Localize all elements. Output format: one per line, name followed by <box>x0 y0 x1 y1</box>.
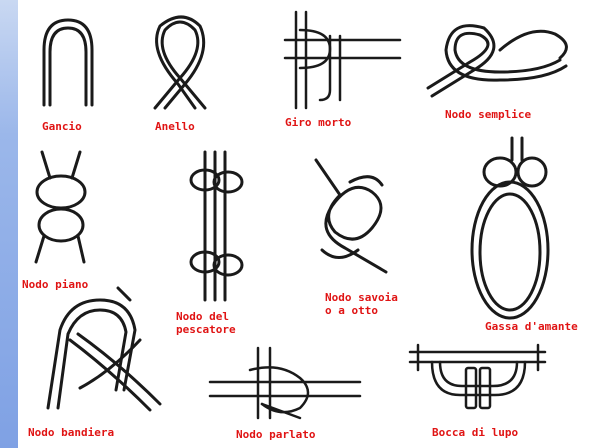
bowline-knot-icon <box>472 138 548 318</box>
label-nodo-del-pescatore: Nodo del pescatore <box>176 310 236 336</box>
label-nodo-bandiera: Nodo bandiera <box>28 426 114 439</box>
figure-eight-knot-icon <box>316 160 386 272</box>
label-bocca-di-lupo: Bocca di lupo <box>432 426 518 439</box>
cow-hitch-knot-icon <box>410 345 545 408</box>
label-nodo-parlato: Nodo parlato <box>236 428 315 441</box>
round-turn-knot-icon <box>285 12 400 108</box>
label-anello: Anello <box>155 120 195 133</box>
label-giro-morto: Giro morto <box>285 116 351 129</box>
label-gancio: Gancio <box>42 120 82 133</box>
label-nodo-semplice: Nodo semplice <box>445 108 531 121</box>
label-gassa-d-amante: Gassa d'amante <box>485 320 578 333</box>
overhand-knot-icon <box>428 26 566 96</box>
hook-knot-icon <box>44 20 92 105</box>
sheet-bend-knot-icon <box>48 288 160 410</box>
reef-knot-icon <box>36 152 85 262</box>
loop-knot-icon <box>155 17 205 108</box>
label-nodo-savoia: Nodo savoia o a otto <box>325 291 398 317</box>
clove-hitch-knot-icon <box>210 348 360 418</box>
label-nodo-piano: Nodo piano <box>22 278 88 291</box>
fisherman-knot-icon <box>191 152 242 300</box>
